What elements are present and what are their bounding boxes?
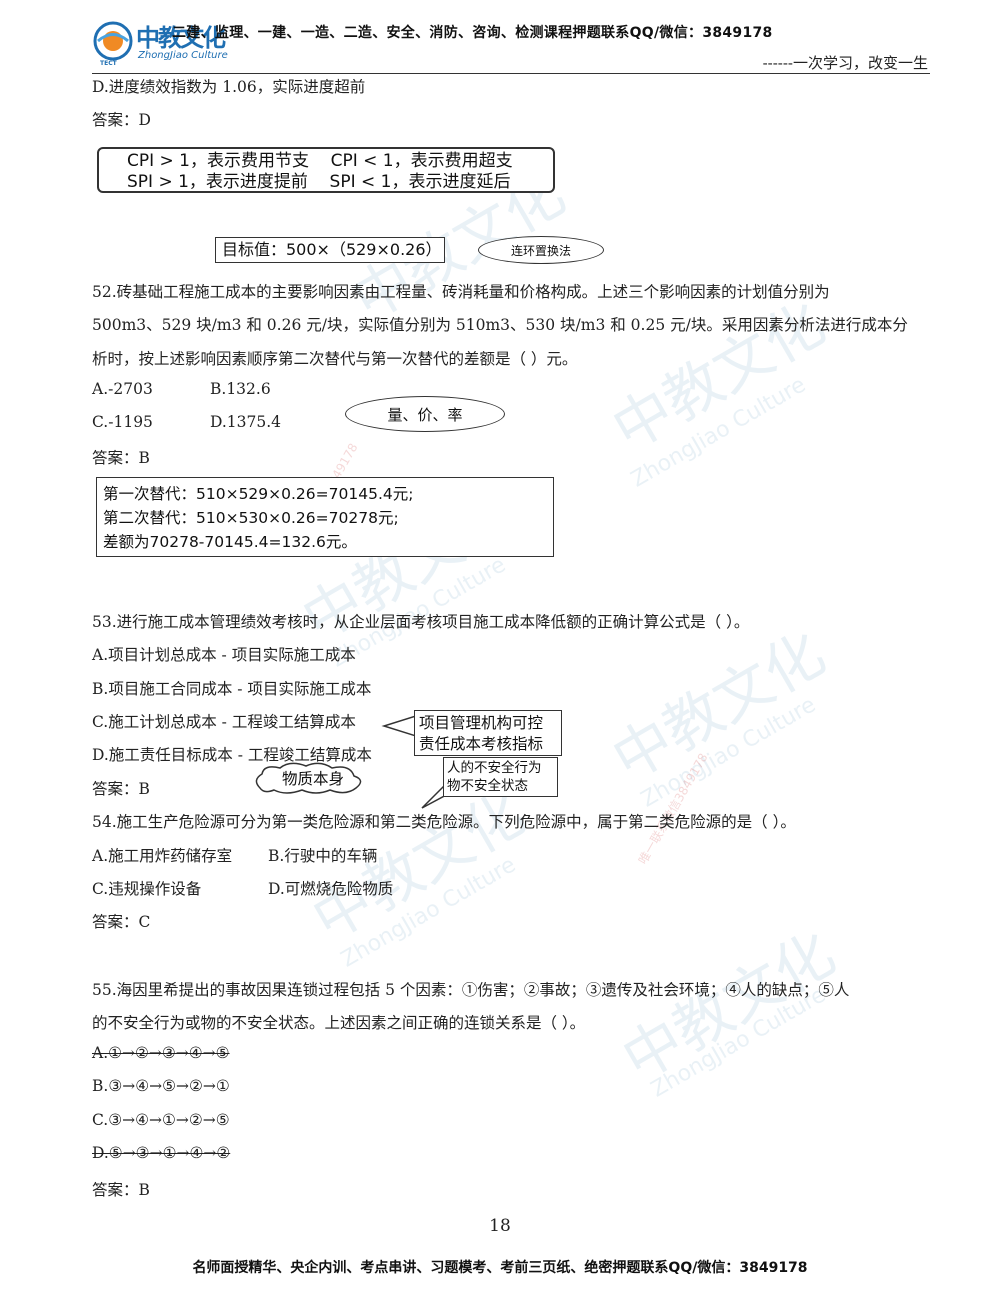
callout-pointer-icon (381, 715, 416, 737)
q51-option-d: D.进度绩效指数为 1.06，实际进度超前 (92, 78, 366, 96)
q52-option-c: C.-1195 (92, 413, 153, 431)
watermark-logo: 中教文化 (601, 618, 836, 794)
q51-note-line2: SPI > 1，表示进度提前 SPI < 1，表示进度延后 (127, 172, 511, 192)
page-number: 18 (489, 1216, 511, 1236)
q54-callout-line2: 物不安全状态 (447, 778, 528, 794)
header-logo: 中教文化 ZhongJiao Culture TECT (92, 18, 242, 68)
q52-calc-box: 第一次替代：510×529×0.26=70145.4元; 第二次替代：510×5… (96, 477, 554, 557)
logo-main-text: 中教文化 (136, 24, 226, 52)
q52-factor-note: 量、价、率 (345, 396, 505, 432)
q52-method-note: 连环置换法 (478, 236, 604, 264)
q54-callout: 人的不安全行为 物不安全状态 (443, 757, 558, 797)
header-contact: 二建、监理、一建、一造、二造、安全、消防、咨询、检测课程押题联系QQ/微信：38… (172, 25, 773, 41)
watermark-logo-sub: ZhongJiao Culture (336, 852, 521, 973)
watermark-contact: 唯一联系微信3849178 (635, 750, 711, 867)
q52-option-a: A.-2703 (92, 380, 153, 398)
q52-calc-line2: 第二次替代：510×530×0.26=70278元; (103, 509, 399, 527)
logo-emblem-icon (93, 21, 133, 61)
q55-stem-line2: 的不安全行为或物的不安全状态。上述因素之间正确的连锁关系是（ ）。 (92, 1014, 586, 1032)
q53-answer: 答案：B (92, 780, 150, 798)
q54-stem: 54.施工生产危险源可分为第一类危险源和第二类危险源。下列危险源中，属于第二类危… (92, 813, 796, 831)
q52-stem-line3: 析时，按上述影响因素顺序第二次替代与第一次替代的差额是（ ）元。 (92, 350, 578, 368)
q51-note-box: CPI > 1，表示费用节支 CPI < 1，表示费用超支 SPI > 1，表示… (97, 147, 555, 193)
q52-calc-line3: 差额为70278-70145.4=132.6元。 (103, 533, 357, 551)
q52-method-text: 连环置换法 (510, 243, 571, 258)
watermark-logo: 中教文化 (611, 918, 846, 1094)
q52-target-text: 目标值：500×（529×0.26） (222, 240, 442, 259)
watermark-logo-sub: ZhongJiao Culture (636, 692, 821, 813)
q53-callout-line1: 项目管理机构可控 (419, 714, 544, 732)
watermark-logo: 中教文化 (601, 288, 836, 464)
q54-callout-line1: 人的不安全行为 (447, 760, 542, 776)
q53-stem: 53.进行施工成本管理绩效考核时，从企业层面考核项目施工成本降低额的正确计算公式… (92, 613, 750, 631)
q53-callout-line2: 责任成本考核指标 (419, 735, 544, 753)
q51-answer: 答案：D (92, 111, 151, 129)
q53-option-b: B.项目施工合同成本 - 项目实际施工成本 (92, 680, 372, 698)
header-divider (92, 73, 930, 74)
q52-factor-text: 量、价、率 (387, 405, 463, 424)
q54-option-b: B.行驶中的车辆 (268, 847, 378, 865)
q54-answer: 答案：C (92, 913, 151, 931)
header-slogan: ------一次学习，改变一生 (762, 54, 928, 72)
watermark-logo-sub: ZhongJiao Culture (646, 982, 831, 1103)
q52-answer: 答案：B (92, 449, 150, 467)
q52-stem-line1: 52.砖基础工程施工成本的主要影响因素由工程量、砖消耗量和价格构成。上述三个影响… (92, 283, 830, 301)
q54-option-d: D.可燃烧危险物质 (268, 880, 394, 898)
q55-option-d: D.⑤→③→①→④→② (92, 1144, 231, 1162)
footer-contact: 名师面授精华、央企内训、考点串讲、习题模考、考前三页纸、绝密押题联系QQ/微信：… (192, 1260, 808, 1276)
q53-option-d: D.施工责任目标成本 - 工程竣工结算成本 (92, 746, 372, 764)
q52-option-b: B.132.6 (210, 380, 271, 398)
q53-callout: 项目管理机构可控 责任成本考核指标 (414, 710, 562, 756)
cloud-shape-icon (255, 762, 362, 794)
q53-option-c: C.施工计划总成本 - 工程竣工结算成本 (92, 713, 356, 731)
q55-stem-line1: 55.海因里希提出的事故因果连锁过程包括 5 个因素：①伤害；②事故；③遗传及社… (92, 981, 850, 999)
q55-option-b: B.③→④→⑤→②→① (92, 1077, 230, 1095)
q54-option-c: C.违规操作设备 (92, 880, 202, 898)
q55-answer: 答案：B (92, 1181, 150, 1199)
q53-option-a: A.项目计划总成本 - 项目实际施工成本 (92, 646, 356, 664)
logo-sub-text: ZhongJiao Culture (138, 50, 228, 61)
q55-option-a: A.①→②→③→④→⑤ (92, 1044, 230, 1062)
q52-stem-line2: 500m3、529 块/m3 和 0.26 元/块，实际值分别为 510m3、5… (92, 316, 908, 334)
q55-option-c: C.③→④→①→②→⑤ (92, 1111, 230, 1129)
q54-option-a: A.施工用炸药储存室 (92, 847, 233, 865)
q52-option-d: D.1375.4 (210, 413, 282, 431)
q52-target-note: 目标值：500×（529×0.26） (215, 237, 445, 263)
logo-tag-text: TECT (100, 60, 117, 67)
q54-cloud-note: 物质本身 (282, 770, 345, 788)
q52-calc-line1: 第一次替代：510×529×0.26=70145.4元; (103, 485, 414, 503)
watermark-logo-sub: ZhongJiao Culture (626, 372, 811, 493)
q51-note-line1: CPI > 1，表示费用节支 CPI < 1，表示费用超支 (127, 151, 513, 171)
